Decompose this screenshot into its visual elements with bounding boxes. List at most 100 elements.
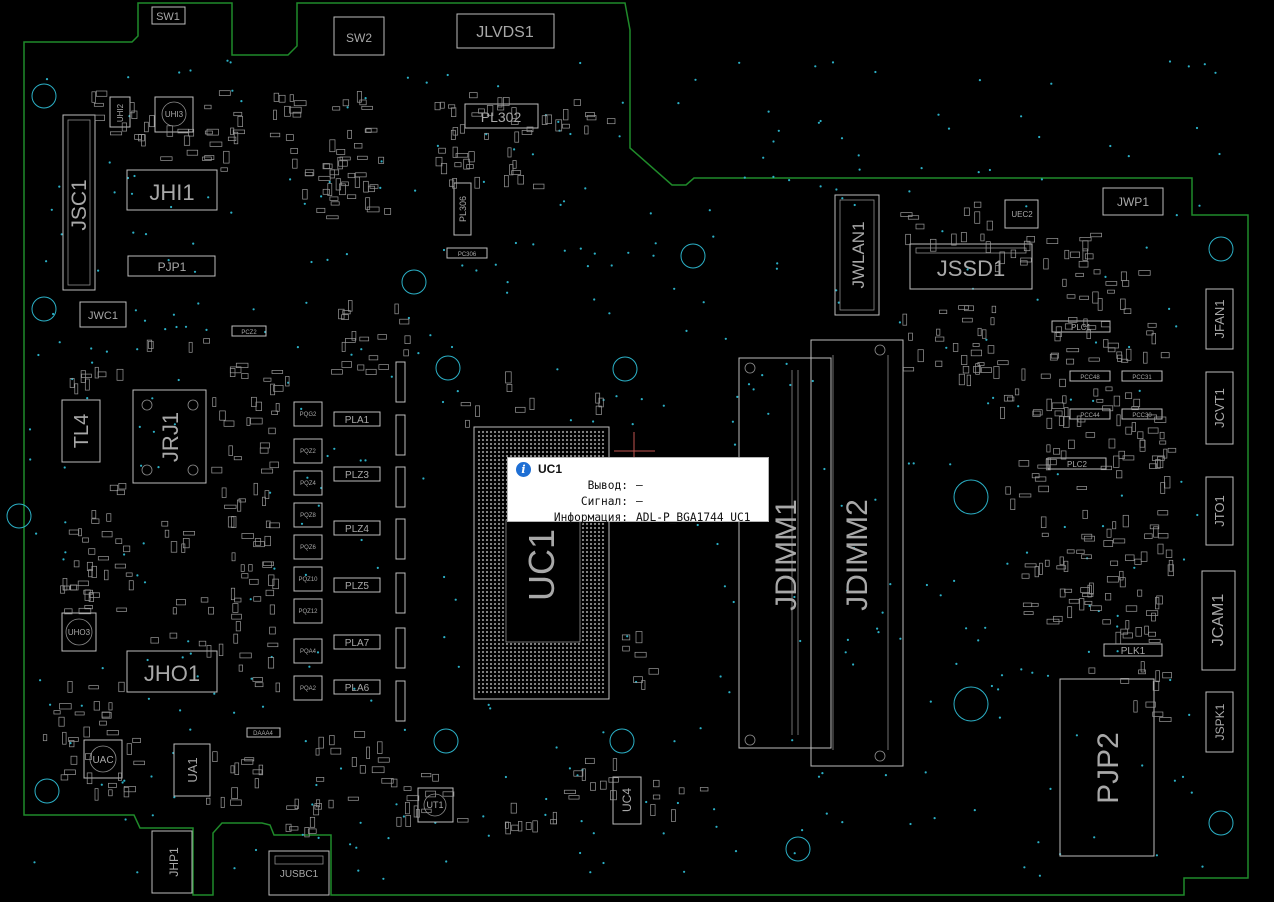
plc1-label: PLC1 bbox=[1071, 323, 1092, 332]
pcc48-label: PCC48 bbox=[1080, 375, 1100, 381]
pqz2-mosfet[interactable]: PQZ2 bbox=[293, 438, 323, 464]
uec2-chip[interactable]: UEC2 bbox=[1004, 199, 1039, 229]
jcam1-label: JCAM1 bbox=[1210, 594, 1227, 647]
plc2-inductor[interactable]: PLC2 bbox=[1047, 457, 1107, 470]
jssd1-connector[interactable]: JSSD1 bbox=[909, 243, 1033, 290]
jlvds1-label: JLVDS1 bbox=[476, 24, 534, 41]
uhi3-label: UHI3 bbox=[165, 110, 184, 119]
jwc1-connector[interactable]: JWC1 bbox=[79, 301, 127, 328]
jspk1-connector[interactable]: JSPK1 bbox=[1205, 691, 1234, 753]
pjp1-label: PJP1 bbox=[158, 260, 187, 274]
svg-text:PQZ4: PQZ4 bbox=[300, 481, 316, 487]
jsc1-connector[interactable]: JSC1 bbox=[62, 114, 96, 291]
pcc44-label: PCC44 bbox=[1080, 413, 1100, 419]
jho1-label: JHO1 bbox=[144, 661, 200, 686]
jlvds1-connector[interactable]: JLVDS1 bbox=[456, 13, 555, 49]
plz4-inductor[interactable]: PLZ4 bbox=[333, 520, 381, 536]
jho1-connector[interactable]: JHO1 bbox=[126, 650, 218, 693]
pqz6-mosfet[interactable]: PQZ6 bbox=[293, 534, 323, 560]
jwp1-connector[interactable]: JWP1 bbox=[1102, 187, 1164, 216]
pla7-inductor[interactable]: PLA7 bbox=[333, 634, 381, 650]
jusbc1-connector[interactable]: JUSBC1 bbox=[268, 850, 330, 896]
svg-text:PLA7: PLA7 bbox=[345, 638, 370, 649]
pqg2-mosfet[interactable]: PQG2 bbox=[293, 401, 323, 427]
jdimm2-slot[interactable]: JDIMM2 bbox=[810, 339, 904, 767]
plk1-inductor[interactable]: PLK1 bbox=[1103, 643, 1163, 657]
uhi2-chip[interactable]: UHI2 bbox=[109, 96, 131, 128]
tl4-transformer[interactable]: TL4 bbox=[61, 399, 101, 463]
pqa4-mosfet[interactable]: PQA4 bbox=[293, 638, 323, 664]
jto1-label: JTO1 bbox=[1212, 495, 1227, 527]
pcc48-capacitor[interactable]: PCC48 bbox=[1069, 370, 1111, 382]
ua1-label: UA1 bbox=[185, 757, 200, 782]
jhp1-connector[interactable]: JHP1 bbox=[151, 830, 193, 894]
jusbc1-label: JUSBC1 bbox=[280, 869, 319, 880]
uho3-label: UHO3 bbox=[68, 628, 91, 637]
jcvt1-connector[interactable]: JCVT1 bbox=[1205, 371, 1234, 445]
pc306-capacitor[interactable]: PC306 bbox=[446, 247, 488, 259]
uho3-chip[interactable]: UHO3 bbox=[61, 612, 97, 652]
uc4-label: UC4 bbox=[620, 788, 634, 812]
board-outline bbox=[23, 2, 1249, 896]
plz5-inductor[interactable]: PLZ5 bbox=[333, 577, 381, 593]
pcc30-label: PCC30 bbox=[1132, 413, 1152, 419]
tooltip-value: ADL-P_BGA1744 UC1 bbox=[636, 511, 751, 524]
jwc1-label: JWC1 bbox=[88, 310, 118, 322]
jwlan1-connector[interactable]: JWLAN1 bbox=[834, 194, 880, 316]
jdimm1-label: JDIMM1 bbox=[770, 499, 803, 611]
svg-text:PQA2: PQA2 bbox=[300, 686, 317, 692]
uac-chip[interactable]: UAC bbox=[83, 739, 123, 779]
pjp1-component[interactable]: PJP1 bbox=[127, 255, 216, 277]
pcc30-capacitor[interactable]: PCC30 bbox=[1121, 408, 1163, 420]
svg-text:PQZ2: PQZ2 bbox=[300, 449, 316, 455]
pqz4-mosfet[interactable]: PQZ4 bbox=[293, 470, 323, 496]
pcc31-capacitor[interactable]: PCC31 bbox=[1121, 370, 1163, 382]
jfan1-label: JFAN1 bbox=[1212, 299, 1227, 338]
jhi1-label: JHI1 bbox=[149, 180, 194, 205]
svg-text:PQA4: PQA4 bbox=[300, 649, 317, 655]
tooltip-value: — bbox=[636, 495, 643, 508]
uac-label: UAC bbox=[92, 755, 113, 766]
pla6-inductor[interactable]: PLA6 bbox=[333, 679, 381, 695]
jwlan1-label: JWLAN1 bbox=[849, 221, 868, 288]
pcc44-capacitor[interactable]: PCC44 bbox=[1069, 408, 1111, 420]
jdimm1-slot[interactable]: JDIMM1 bbox=[738, 357, 832, 749]
pqz12-mosfet[interactable]: PQZ12 bbox=[293, 598, 323, 624]
pjp2-component[interactable]: PJP2 bbox=[1059, 678, 1155, 857]
plz3-inductor[interactable]: PLZ3 bbox=[333, 466, 381, 482]
tooltip-value: — bbox=[636, 479, 643, 492]
daaa4-component[interactable]: DAAA4 bbox=[246, 727, 281, 738]
ua1-chip[interactable]: UA1 bbox=[173, 743, 211, 797]
svg-text:PLZ3: PLZ3 bbox=[345, 470, 369, 481]
pqa2-mosfet[interactable]: PQA2 bbox=[293, 675, 323, 701]
jdimm2-label: JDIMM2 bbox=[841, 499, 874, 611]
pl306-inductor[interactable]: PL306 bbox=[453, 182, 472, 236]
jrj1-connector[interactable]: JRJ1 bbox=[132, 389, 207, 484]
pqz8-mosfet[interactable]: PQZ8 bbox=[293, 502, 323, 528]
jcam1-connector[interactable]: JCAM1 bbox=[1201, 570, 1236, 671]
pcz2-component[interactable]: PCZ2 bbox=[231, 325, 267, 337]
tooltip-row-signal: Сигнал: — bbox=[516, 494, 762, 510]
tooltip-key: Информация: bbox=[553, 511, 628, 524]
plk1-label: PLK1 bbox=[1121, 646, 1146, 657]
ut1-label: UT1 bbox=[426, 800, 443, 810]
daaa4-label: DAAA4 bbox=[253, 731, 273, 737]
uc4-chip[interactable]: UC4 bbox=[612, 776, 642, 825]
sw1-switch[interactable]: SW1 bbox=[151, 6, 186, 25]
tooltip-key: Вывод: bbox=[587, 479, 628, 492]
jfan1-connector[interactable]: JFAN1 bbox=[1205, 288, 1234, 350]
uhi3-chip[interactable]: UHI3 bbox=[154, 96, 194, 133]
svg-text:PQZ6: PQZ6 bbox=[300, 545, 316, 551]
uhi2-label: UHI2 bbox=[116, 103, 125, 122]
pqz10-mosfet[interactable]: PQZ10 bbox=[293, 566, 323, 592]
ut1-chip[interactable]: UT1 bbox=[417, 787, 454, 823]
pcc31-label: PCC31 bbox=[1132, 375, 1152, 381]
component-info-tooltip: i UC1 Вывод: — Сигнал: — Информация: ADL… bbox=[507, 457, 769, 524]
jhi1-connector[interactable]: JHI1 bbox=[126, 169, 218, 211]
power-stage-column: PQG2 PQZ2 PQZ4 PQZ8 PQZ6 PQZ10 PQZ12 PQA… bbox=[293, 361, 406, 722]
svg-text:PQG2: PQG2 bbox=[300, 412, 317, 418]
sw2-switch[interactable]: SW2 bbox=[333, 16, 385, 56]
pla1-inductor[interactable]: PLA1 bbox=[333, 411, 381, 427]
jto1-connector[interactable]: JTO1 bbox=[1205, 476, 1234, 546]
